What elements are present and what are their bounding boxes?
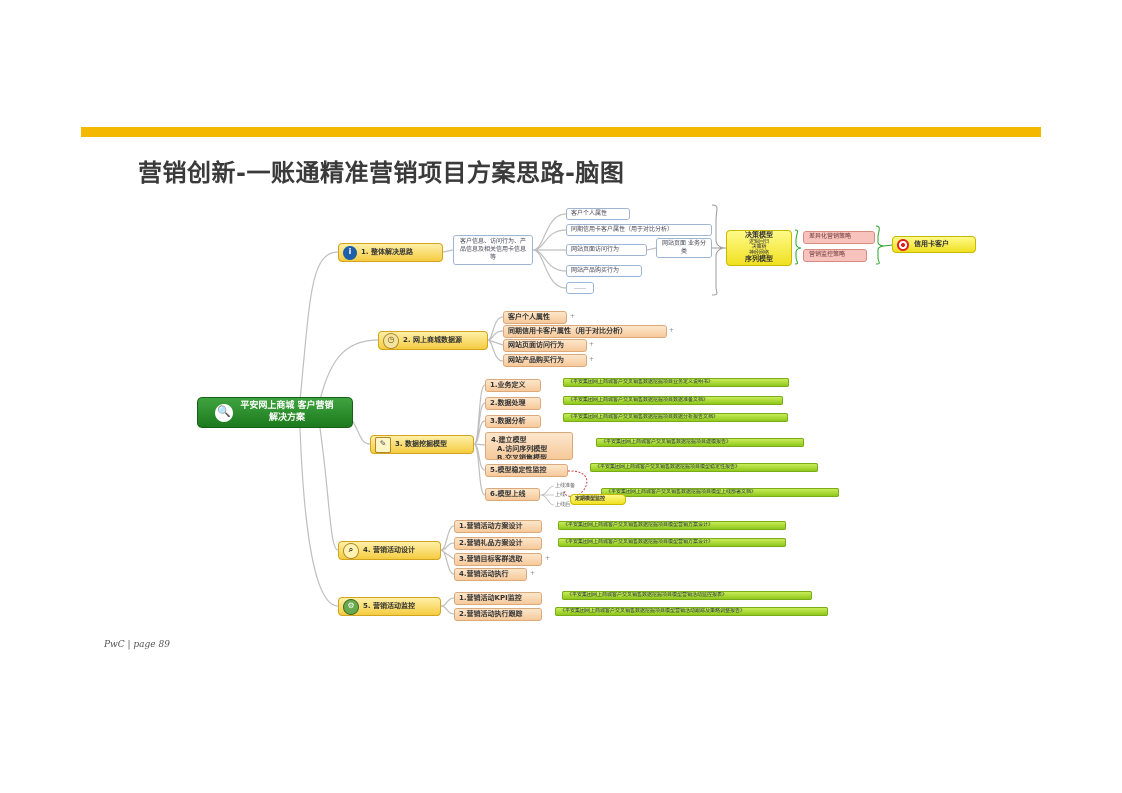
page-title: 营销创新-一账通精准营销项目方案思路-脑图 [138,159,625,187]
gears-icon: ⚙ [343,598,359,615]
b5-note-0: 《平安集团网上商城客户交叉销售数据挖掘项目模型营销活动监控报表》 [562,591,812,600]
b3-item-4[interactable]: 5.模型稳定性监控 [485,464,568,477]
connector-b1-web [646,247,657,251]
target-label: 信用卡客户 [914,239,949,248]
b1-item-2[interactable]: 网站页面访问行为 [566,244,647,256]
magnifier-icon: 🔍 [215,403,233,422]
expand-icon[interactable]: + [589,341,595,348]
connector-strategy-target [883,244,893,247]
b4-item-3[interactable]: 4.营销活动执行 [454,568,527,581]
b1-item-0[interactable]: 客户个人属性 [566,208,630,220]
target-icon [897,238,909,251]
b3-item-5[interactable]: 6.模型上线 [485,488,540,501]
page-footer: PwC | page 89 [104,640,170,650]
b3-note-5: 《平安集团网上商城客户交叉销售数据挖掘项目模型上线部署文档》 [601,488,839,497]
b5-item-0[interactable]: 1.营销活动KPI监控 [454,592,542,605]
decision-title: 决策模型 [745,231,773,240]
connector-b4-items [440,525,455,575]
b3-item-1[interactable]: 2.数据处理 [485,397,541,410]
b4-item-0[interactable]: 1.营销活动方案设计 [454,520,542,533]
b3-item-3-line-1: 4.建立模型 [491,436,527,444]
connector-root-b2 [319,339,379,401]
online-step-after: 上线后 [555,502,571,508]
b3-note-0: 《平安集团网上商城客户交叉销售数据挖掘项目业务定义说明书》 [563,378,789,387]
magnifier-icon: ⌕ [343,542,359,559]
b3-item-3-line-3: B.交叉销售模型 [497,453,547,460]
b3-item-2[interactable]: 3.数据分析 [485,415,541,428]
b1-item-1[interactable]: 同期信用卡客户属性（用于对比分析） [566,224,712,236]
connector-root-b4 [319,427,339,551]
b1-item-3[interactable]: 网站产品购买行为 [566,265,642,277]
bracket-items [711,204,725,296]
root-label: 平安网上商城 客户营销解决方案 [240,401,334,423]
monitor-callout[interactable]: 定期模型监控 [570,494,626,505]
strategy-monitoring[interactable]: 营销监控策略 [803,249,867,262]
branch-3-node[interactable]: ✎ 3. 数据挖掘模型 [370,435,474,454]
decision-sequence: 序列模型 [745,255,773,264]
bracket-strategy [875,225,885,265]
branch-2-label: 2. 网上商城数据源 [403,335,462,344]
expand-icon[interactable]: + [545,555,551,562]
b1-web-box[interactable]: 网站页面 业务分类 [656,238,712,258]
b2-item-3[interactable]: 网站产品购买行为 [503,354,587,367]
b5-item-1[interactable]: 2.营销活动执行跟踪 [454,608,542,621]
connector-root-b3 [351,419,371,445]
connector-root-b1 [299,251,339,401]
b4-item-1[interactable]: 2.营销礼品方案设计 [454,537,542,550]
branch-1-intro[interactable]: 客户信息、访问行为、产品信息及相关信用卡信息等 [453,235,533,265]
b2-item-0[interactable]: 客户个人属性 [503,311,567,324]
monitor-loop [564,470,588,497]
expand-icon[interactable]: + [570,313,576,320]
b2-item-1[interactable]: 同期信用卡客户属性（用于对比分析） [503,325,667,338]
b3-note-3: 《平安集团网上商城客户交叉销售数据挖掘项目建模报告》 [596,438,804,447]
b3-note-4: 《平安集团网上商城客户交叉销售数据挖掘项目模型稳定性报告》 [590,463,818,472]
expand-icon[interactable]: + [530,570,536,577]
connector-b2-items [487,316,504,362]
decision-method-3: 神经网络 [748,249,769,256]
strategy-differentiated[interactable]: 差异化营销策略 [803,231,875,244]
accent-bar [81,127,1041,137]
branch-1-label: 1. 整体解决思路 [361,247,413,256]
b3-item-3[interactable]: 4.建立模型 A.访问序列模型 B.交叉销售模型 [485,432,573,460]
notepad-icon: ✎ [375,436,391,453]
connector-b3-items [473,384,486,496]
info-icon: i [343,245,357,260]
b2-item-2[interactable]: 网站页面访问行为 [503,339,587,352]
online-step-prep: 上线准备 [555,483,576,489]
expand-icon[interactable]: + [669,327,675,334]
branch-4-node[interactable]: ⌕ 4. 营销活动设计 [338,541,441,560]
b4-note-1: 《平安集团网上商城客户交叉销售数据挖掘项目模型营销方案设计》 [558,538,786,547]
online-steps-connector [539,485,555,506]
b3-note-2: 《平安集团网上商城客户交叉销售数据挖掘项目数据分析报告文档》 [563,413,788,422]
branch-1-node[interactable]: i 1. 整体解决思路 [338,243,443,262]
clock-icon: ◷ [383,332,399,349]
decision-model-box[interactable]: 决策模型 逻辑回归 决策树 神经网络 序列模型 [726,230,792,266]
connector-intro-items [532,213,567,289]
online-step-live: 上线 [555,492,566,498]
target-node[interactable]: 信用卡客户 [892,236,976,253]
root-node[interactable]: 🔍 平安网上商城 客户营销解决方案 [197,397,353,428]
expand-icon[interactable]: + [589,356,595,363]
branch-2-node[interactable]: ◷ 2. 网上商城数据源 [378,331,488,350]
branch-4-label: 4. 营销活动设计 [363,545,415,554]
connector-b5-items [440,597,455,615]
bracket-decision [794,229,802,265]
b3-note-1: 《平安集团网上商城客户交叉销售数据挖掘项目数据准备文档》 [563,396,783,405]
b5-note-1: 《平安集团网上商城客户交叉销售数据挖掘项目模型营销活动跟踪及策略调整报告》 [555,607,828,616]
b3-item-3-line-2: A.访问序列模型 [497,444,548,453]
b3-item-0[interactable]: 1.业务定义 [485,379,541,392]
branch-5-label: 5. 营销活动监控 [363,601,415,610]
connector-root-b5 [299,427,339,607]
decision-method-1: 逻辑回归 [748,238,769,245]
b4-note-0: 《平安集团网上商城客户交叉销售数据挖掘项目模型营销方案设计》 [558,521,786,530]
decision-method-2: 决策树 [751,244,767,251]
branch-5-node[interactable]: ⚙ 5. 营销活动监控 [338,597,441,616]
branch-3-label: 3. 数据挖掘模型 [395,439,447,448]
connector-b1-intro [442,249,454,253]
b1-item-4[interactable]: …… [566,282,594,294]
b4-item-2[interactable]: 3.营销目标客群选取 [454,553,542,566]
